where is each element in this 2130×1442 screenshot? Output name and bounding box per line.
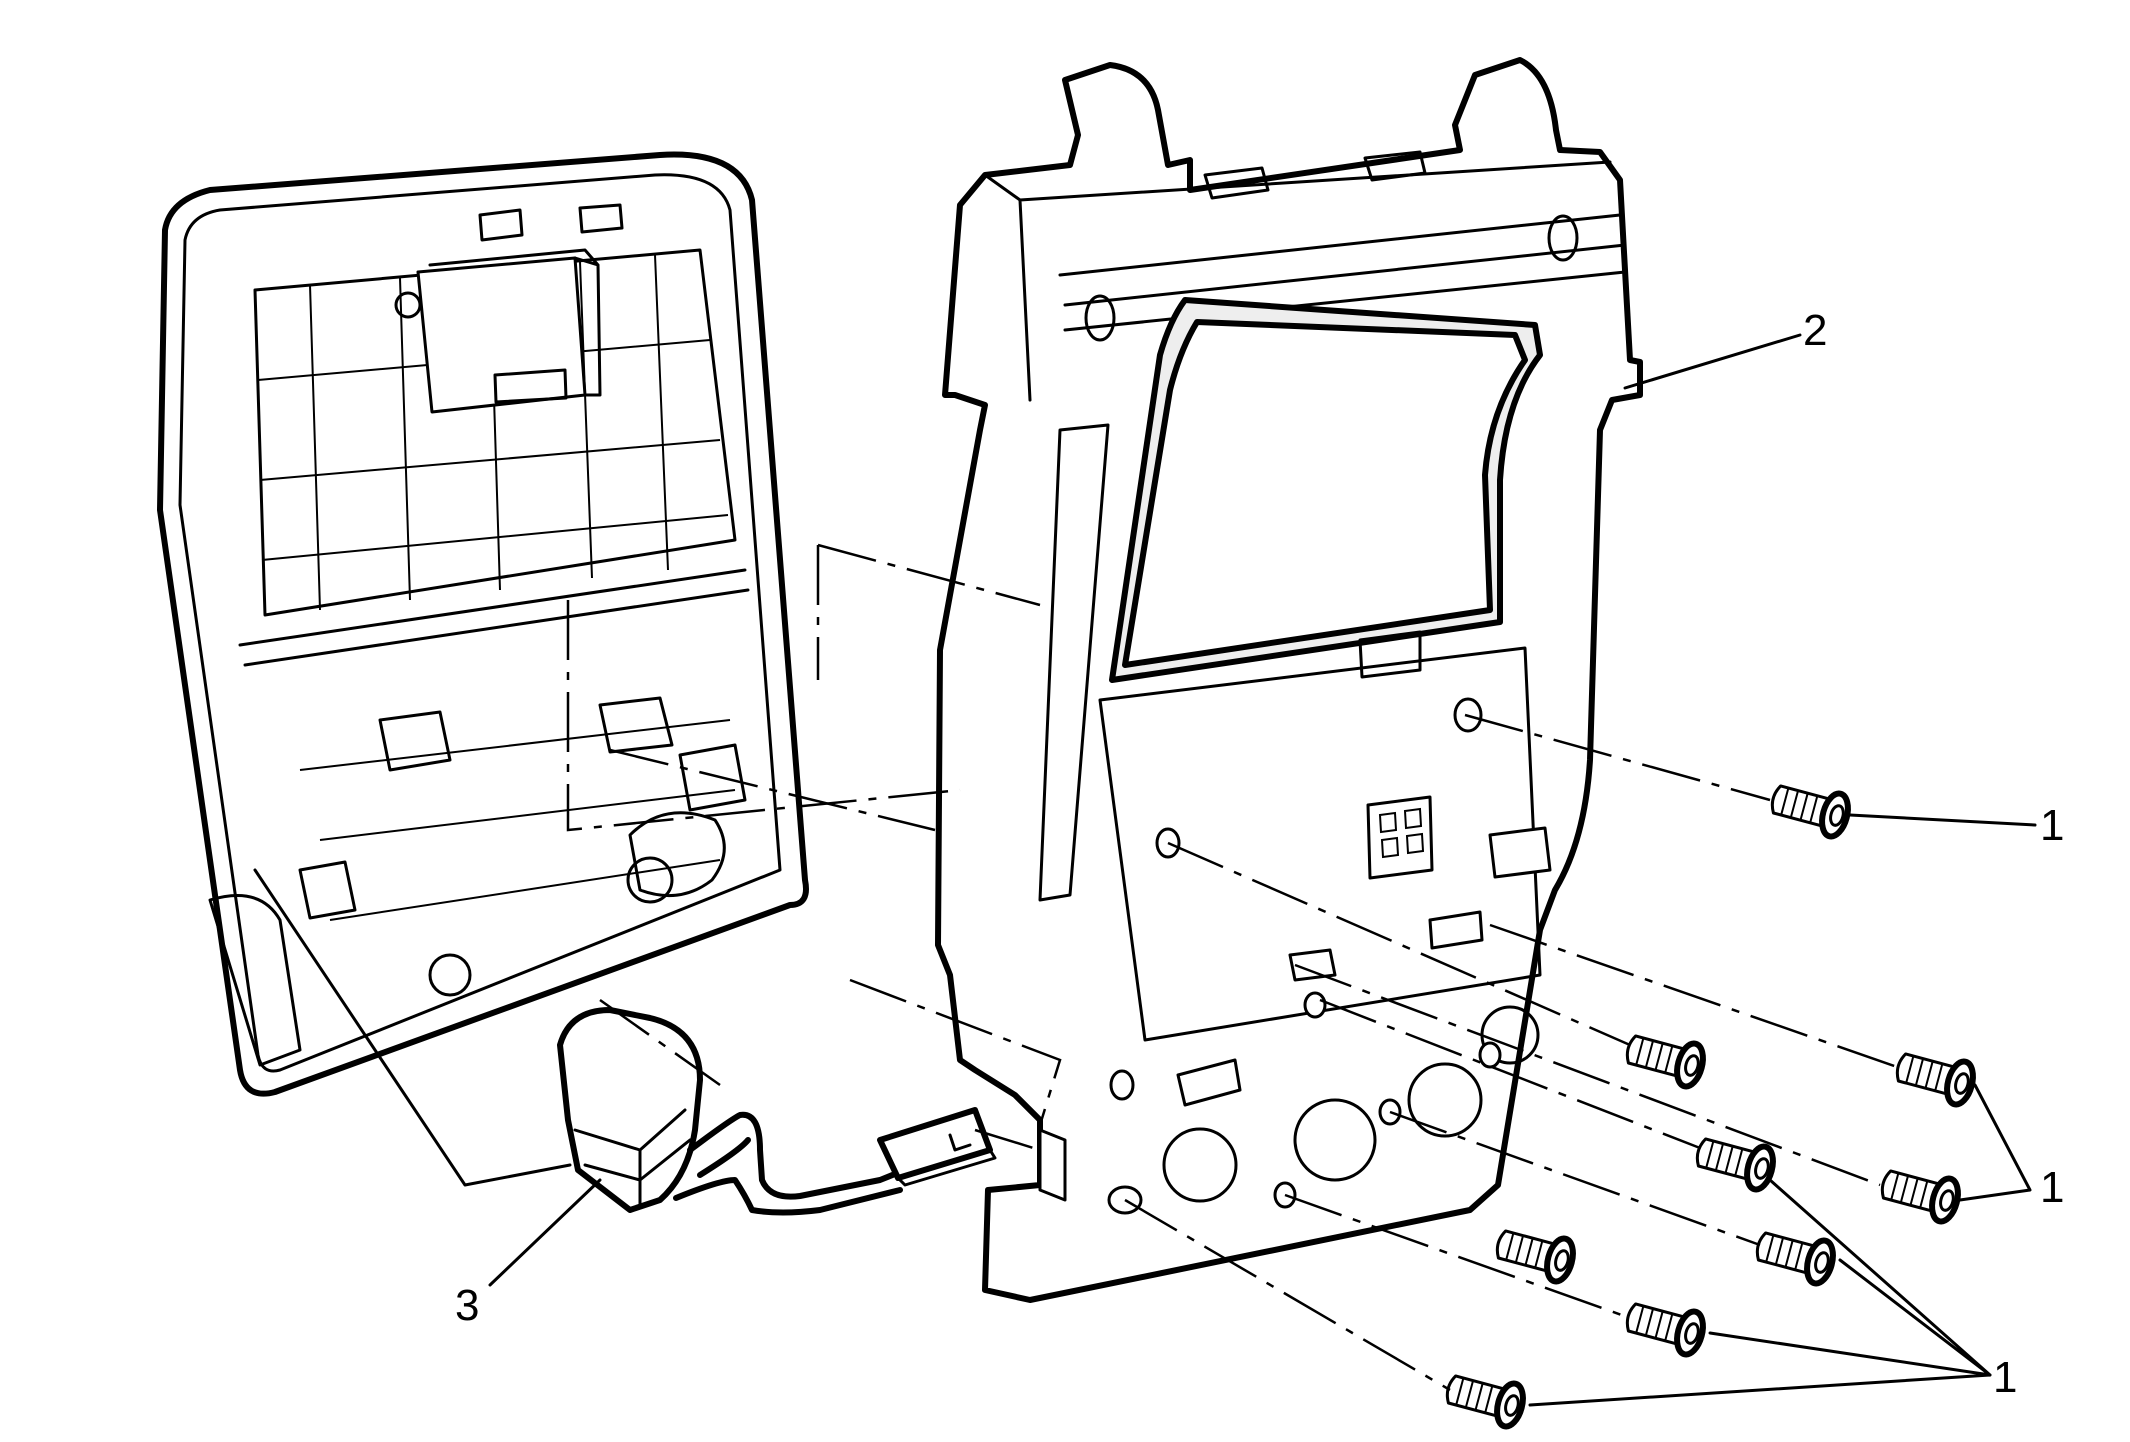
callout-fastener-top: 1 (2040, 801, 2064, 850)
callout-fastener-right: 1 (2040, 1163, 2064, 1212)
mounting-bracket (935, 57, 1643, 1303)
fastener-screw (1895, 1052, 1976, 1108)
fastener-screw (1445, 1374, 1526, 1430)
callout-sensor: 3 (455, 1281, 479, 1330)
callout-fastener-bottom: 1 (1993, 1353, 2017, 1402)
fastener-screw (1695, 1137, 1776, 1193)
fastener-screw (1625, 1034, 1706, 1090)
fastener-screw (1880, 1169, 1961, 1225)
fastener-screw (1495, 1229, 1576, 1285)
alignment-lines (566, 543, 1901, 1392)
callout-bracket: 2 (1803, 306, 1827, 355)
console-housing (157, 151, 809, 1097)
leader-lines (253, 333, 2037, 1407)
fasteners (1445, 784, 1976, 1430)
fastener-screw (1625, 1302, 1706, 1358)
sensor-assembly (557, 1007, 997, 1216)
fastener-screw (1770, 784, 1851, 840)
fastener-screw (1755, 1231, 1836, 1287)
